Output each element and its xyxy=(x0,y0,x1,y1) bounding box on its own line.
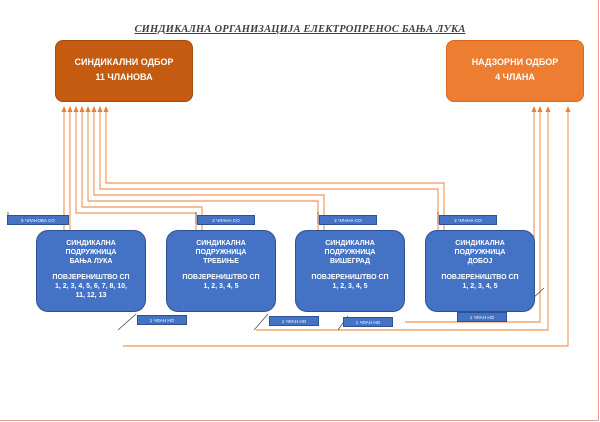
branch-line2: ПОДРУЖНИЦА xyxy=(324,249,376,256)
main-board-title: СИНДИКАЛНИ ОДБОР xyxy=(74,57,174,67)
branch-trebinje: СИНДИКАЛНА ПОДРУЖНИЦА ТРЕБИЊЕ ПОВЈЕРЕНИШ… xyxy=(166,230,276,312)
no-tag-trebinje: 1 ЧЛАН НО xyxy=(269,316,319,326)
trustees-label: ПОВЈЕРЕНИШТВО СП xyxy=(52,274,130,281)
trustees-numbers: 1, 2, 3, 4, 5, 6, 7, 8, 10, xyxy=(55,283,127,290)
so-tag-trebinje: 2 ЧЛАНА СО xyxy=(197,215,255,225)
branch-visegrad: СИНДИКАЛНА ПОДРУЖНИЦА ВИШЕГРАД ПОВЈЕРЕНИ… xyxy=(295,230,405,312)
connector-banjaluka-sup xyxy=(123,110,569,347)
main-union-board: СИНДИКАЛНИ ОДБОР 11 ЧЛАНОВА xyxy=(55,40,193,102)
branch-name: БАЊА ЛУКА xyxy=(69,258,113,265)
connector-trebinje-sup xyxy=(256,110,549,331)
branch-line1: СИНДИКАЛНА xyxy=(196,240,246,247)
branch-name: ДОБОЈ xyxy=(467,258,493,265)
no-tag-doboj: 1 ЧЛАН НО xyxy=(457,312,507,322)
connector-doboj-main-1 xyxy=(99,110,439,230)
so-tag-banjaluka: 5 ЧЛАНОВА СО xyxy=(7,215,69,225)
connector-visegrad-main-2 xyxy=(93,110,325,230)
trustees-label: ПОВЈЕРЕНИШТВО СП xyxy=(441,274,519,281)
branch-line2: ПОДРУЖНИЦА xyxy=(65,249,117,256)
branch-name: ТРЕБИЊЕ xyxy=(203,258,239,265)
trustees-numbers: 1, 2, 3, 4, 5 xyxy=(462,283,498,290)
diagram-title: СИНДИКАЛНА ОРГАНИЗАЦИЈА ЕЛЕКТРОПРЕНОС БА… xyxy=(134,24,466,35)
branch-banjaluka: СИНДИКАЛНА ПОДРУЖНИЦА БАЊА ЛУКА ПОВЈЕРЕН… xyxy=(36,230,146,312)
trustees-label: ПОВЈЕРЕНИШТВО СП xyxy=(311,274,389,281)
supervisory-board: НАДЗОРНИ ОДБОР 4 ЧЛАНА xyxy=(446,40,584,102)
trustees-label: ПОВЈЕРЕНИШТВО СП xyxy=(182,274,260,281)
so-tag-doboj: 2 ЧЛАНА СО xyxy=(439,215,497,225)
no-tag-banjaluka: 1 ЧЛАН НО xyxy=(137,315,187,325)
branch-line2: ПОДРУЖНИЦА xyxy=(454,249,506,256)
trustees-numbers-cont: 11, 12, 13 xyxy=(75,292,107,299)
main-board-members: 11 ЧЛАНОВА xyxy=(95,72,153,82)
trustees-numbers: 1, 2, 3, 4, 5 xyxy=(332,283,368,290)
connector-doboj-main-2 xyxy=(105,110,445,230)
supervisory-board-title: НАДЗОРНИ ОДБОР xyxy=(471,57,559,67)
branch-line1: СИНДИКАЛНА xyxy=(66,240,116,247)
connector-visegrad-sup xyxy=(405,110,541,323)
branch-line2: ПОДРУЖНИЦА xyxy=(195,249,247,256)
branch-doboj: СИНДИКАЛНА ПОДРУЖНИЦА ДОБОЈ ПОВЈЕРЕНИШТВ… xyxy=(425,230,535,312)
no-tag-visegrad: 1 ЧЛАН НО xyxy=(343,317,393,327)
branch-line1: СИНДИКАЛНА xyxy=(325,240,375,247)
so-tag-visegrad: 2 ЧЛАНА СО xyxy=(319,215,377,225)
trustees-numbers: 1, 2, 3, 4, 5 xyxy=(203,283,239,290)
branch-name: ВИШЕГРАД xyxy=(329,258,371,265)
connector-visegrad-main-1 xyxy=(87,110,319,230)
supervisory-board-members: 4 ЧЛАНА xyxy=(495,72,535,82)
branch-line1: СИНДИКАЛНА xyxy=(455,240,505,247)
